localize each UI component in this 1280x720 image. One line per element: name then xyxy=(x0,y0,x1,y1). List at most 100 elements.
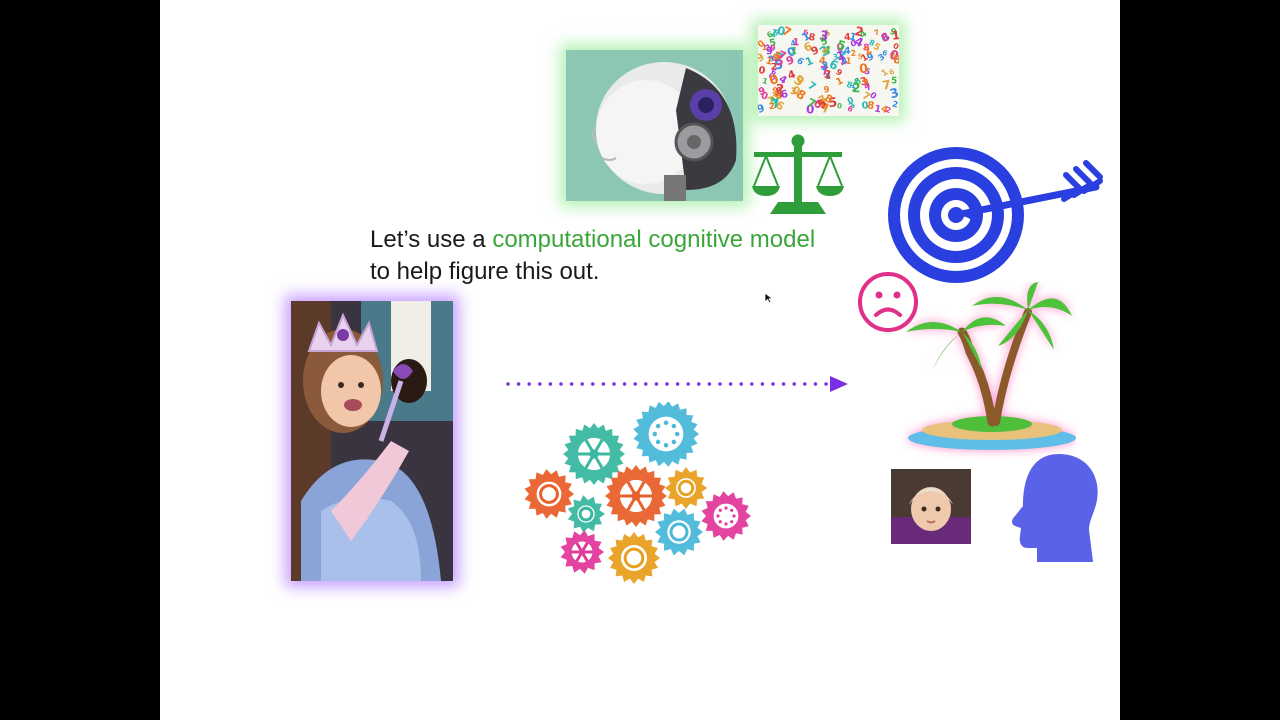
svg-text:0: 0 xyxy=(836,101,842,111)
svg-text:3: 3 xyxy=(832,52,839,62)
svg-text:8: 8 xyxy=(868,38,877,48)
svg-text:6: 6 xyxy=(846,104,855,114)
svg-text:5: 5 xyxy=(828,95,839,111)
princess-child-photo xyxy=(291,301,453,581)
svg-text:5: 5 xyxy=(775,54,784,68)
mouse-cursor-icon xyxy=(764,292,774,304)
svg-text:7: 7 xyxy=(821,101,830,115)
svg-text:1: 1 xyxy=(819,62,828,73)
svg-text:4: 4 xyxy=(819,56,826,67)
svg-text:9: 9 xyxy=(758,101,767,116)
svg-text:6: 6 xyxy=(772,28,781,39)
gear xyxy=(608,532,660,584)
svg-text:7: 7 xyxy=(766,94,777,108)
svg-text:9: 9 xyxy=(861,75,870,86)
svg-text:5: 5 xyxy=(835,37,847,53)
svg-text:5: 5 xyxy=(819,36,829,49)
svg-text:1: 1 xyxy=(761,76,769,86)
caption-line-1-prefix: Let’s use a xyxy=(370,226,493,253)
gears-cluster-icon xyxy=(524,402,751,584)
gear xyxy=(605,465,667,527)
svg-text:2: 2 xyxy=(821,96,827,106)
gear xyxy=(655,508,703,556)
svg-text:1: 1 xyxy=(852,76,862,86)
svg-text:9: 9 xyxy=(758,86,767,98)
svg-text:0: 0 xyxy=(759,90,769,103)
svg-text:1: 1 xyxy=(764,56,773,68)
baby-photo-image xyxy=(891,469,971,544)
svg-text:9: 9 xyxy=(784,53,796,68)
svg-text:3: 3 xyxy=(876,52,887,64)
svg-text:4: 4 xyxy=(861,80,871,92)
target-arrow-icon xyxy=(888,147,1103,283)
svg-text:2: 2 xyxy=(769,101,775,111)
svg-text:3: 3 xyxy=(888,85,899,102)
svg-text:1: 1 xyxy=(768,28,779,41)
gear xyxy=(665,467,707,509)
sad-face-icon xyxy=(858,272,918,332)
svg-text:9: 9 xyxy=(770,43,776,53)
svg-text:9: 9 xyxy=(866,52,875,64)
svg-text:2: 2 xyxy=(821,60,829,72)
svg-text:6: 6 xyxy=(780,88,790,101)
svg-text:0: 0 xyxy=(849,38,857,49)
svg-text:5: 5 xyxy=(773,57,783,73)
svg-text:1: 1 xyxy=(835,48,847,64)
svg-text:5: 5 xyxy=(890,76,897,87)
svg-text:2: 2 xyxy=(853,25,864,40)
svg-text:9: 9 xyxy=(841,57,848,67)
svg-text:1: 1 xyxy=(834,75,845,88)
svg-text:3: 3 xyxy=(767,53,776,63)
svg-text:5: 5 xyxy=(863,66,871,77)
svg-text:3: 3 xyxy=(790,87,797,98)
gear xyxy=(563,423,625,485)
svg-text:0: 0 xyxy=(758,39,767,51)
gear xyxy=(524,469,574,519)
svg-text:2: 2 xyxy=(891,99,899,110)
head-silhouette-icon xyxy=(1012,454,1098,562)
svg-text:1: 1 xyxy=(845,56,852,67)
svg-text:4: 4 xyxy=(786,67,797,82)
svg-text:5: 5 xyxy=(857,52,863,61)
svg-text:9: 9 xyxy=(834,66,845,78)
svg-text:6: 6 xyxy=(887,67,895,77)
gear xyxy=(560,530,604,574)
palm-island-icon xyxy=(906,282,1076,450)
svg-text:1: 1 xyxy=(873,103,882,115)
svg-text:4: 4 xyxy=(844,46,851,57)
svg-text:1: 1 xyxy=(860,53,870,65)
svg-text:9: 9 xyxy=(771,86,779,97)
svg-text:8: 8 xyxy=(808,32,816,44)
svg-text:7: 7 xyxy=(873,27,881,37)
svg-text:7: 7 xyxy=(819,63,830,78)
svg-text:0: 0 xyxy=(881,33,890,45)
balance-scale-icon xyxy=(752,134,844,214)
svg-text:0: 0 xyxy=(795,73,806,87)
svg-text:6: 6 xyxy=(770,67,777,77)
svg-text:4: 4 xyxy=(789,38,797,48)
robot-child-image xyxy=(566,50,743,201)
svg-text:8: 8 xyxy=(772,52,779,62)
dotted-arrow-icon xyxy=(506,376,848,392)
svg-text:8: 8 xyxy=(775,86,784,98)
svg-text:0: 0 xyxy=(806,102,815,116)
caption-text: Let’s use a computational cognitive mode… xyxy=(370,224,815,288)
svg-text:6: 6 xyxy=(764,29,775,41)
svg-text:4: 4 xyxy=(777,74,789,87)
svg-text:0: 0 xyxy=(892,41,899,51)
gear xyxy=(633,402,699,467)
svg-text:3: 3 xyxy=(846,99,857,110)
svg-text:8: 8 xyxy=(893,53,899,66)
svg-text:6: 6 xyxy=(820,34,827,44)
svg-text:7: 7 xyxy=(881,78,892,93)
svg-text:2: 2 xyxy=(884,105,892,115)
caption-highlight: computational cognitive model xyxy=(492,226,816,253)
svg-text:1: 1 xyxy=(880,67,891,79)
svg-text:3: 3 xyxy=(849,82,858,92)
svg-text:6: 6 xyxy=(767,72,778,84)
svg-text:2: 2 xyxy=(770,62,777,73)
svg-text:4: 4 xyxy=(822,43,832,58)
svg-text:0: 0 xyxy=(776,25,787,39)
